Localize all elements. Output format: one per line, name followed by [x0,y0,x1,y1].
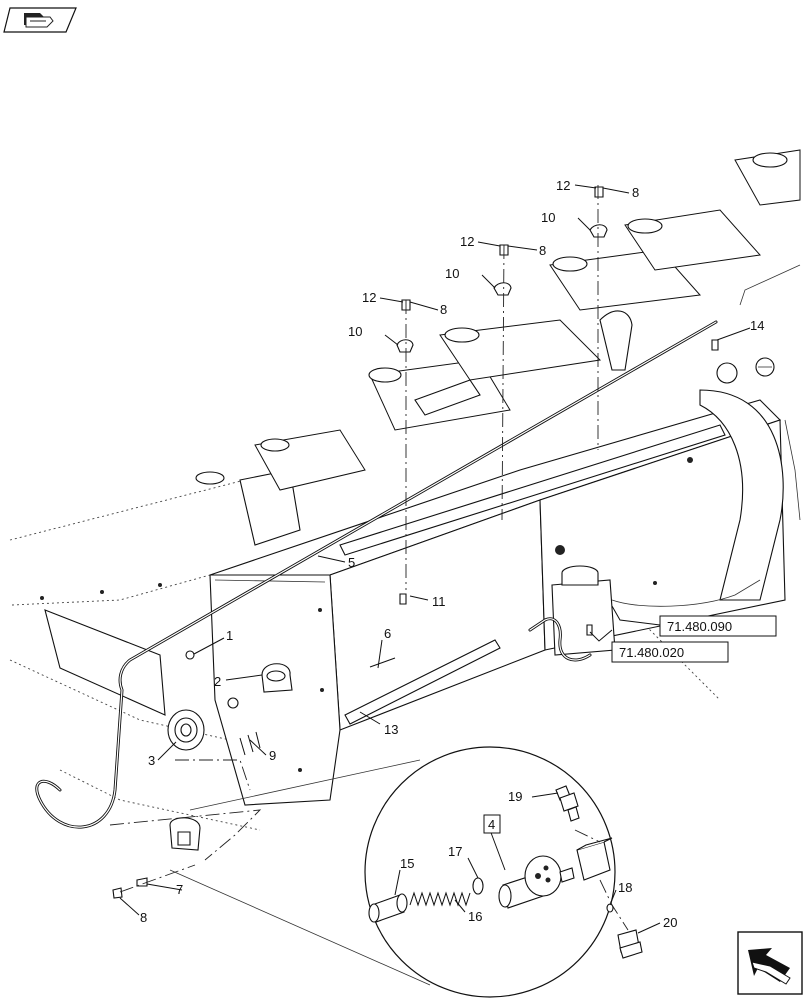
callout-15: 15 [400,856,414,871]
grease-nipple [555,785,580,822]
book-icon-button[interactable] [3,7,77,33]
reference-label-b: 71.480.020 [619,645,684,660]
callout-8-left: 8 [440,302,447,317]
grease-fittings [396,186,608,353]
callout-4: 4 [488,817,495,832]
reference-label-a: 71.480.090 [667,619,732,634]
valve-body [498,855,575,909]
detail-view [364,746,643,998]
reference-link-a[interactable]: 71.480.090 [659,615,777,637]
next-page-button[interactable] [737,931,803,995]
book-with-arrow-icon [24,13,54,28]
callout-12-mid: 12 [460,234,474,249]
next-page-arrow-icon [748,948,791,985]
spring-part [409,891,471,907]
callout-10-mid: 10 [445,266,459,281]
bolt-part [617,929,643,959]
callout-8-right: 8 [632,185,639,200]
sleeve-part [368,893,408,923]
callout-3: 3 [148,753,155,768]
callout-14: 14 [750,318,764,333]
callout-5: 5 [348,555,355,570]
chain-unit-6 [734,149,801,206]
callout-12-left: 12 [362,290,376,305]
lube-pipe [35,264,801,829]
callout-11: 11 [432,594,446,609]
callout-19: 19 [508,789,522,804]
idler-pulley [167,709,205,751]
callout-6: 6 [384,626,391,641]
callout-2: 2 [214,674,221,689]
callout-9: 9 [269,748,276,763]
centre-lines [109,185,599,986]
leader-lines [119,184,751,934]
reference-link-b[interactable]: 71.480.020 [611,641,729,663]
callout-8-bottom: 8 [140,910,147,925]
bearing-housing [261,663,293,693]
header-frame [9,357,786,831]
callout-16: 16 [468,909,482,924]
callout-20: 20 [663,915,677,930]
callout-1: 1 [226,628,233,643]
chain-drive-units [195,149,801,556]
chain-unit-5 [624,209,761,271]
callout-12-right: 12 [556,178,570,193]
callout-10-left: 10 [348,324,362,339]
chain-unit-1 [195,429,366,491]
chain-unit-3 [439,319,602,381]
callout-13: 13 [384,722,398,737]
callout-17: 17 [448,844,462,859]
callout-labels: 1 2 3 5 6 7 8 9 10 10 10 11 12 12 12 8 8… [140,178,764,930]
callout-18: 18 [618,880,632,895]
callout-10-right: 10 [541,210,555,225]
callout-7: 7 [176,882,183,897]
callout-8-mid: 8 [539,243,546,258]
